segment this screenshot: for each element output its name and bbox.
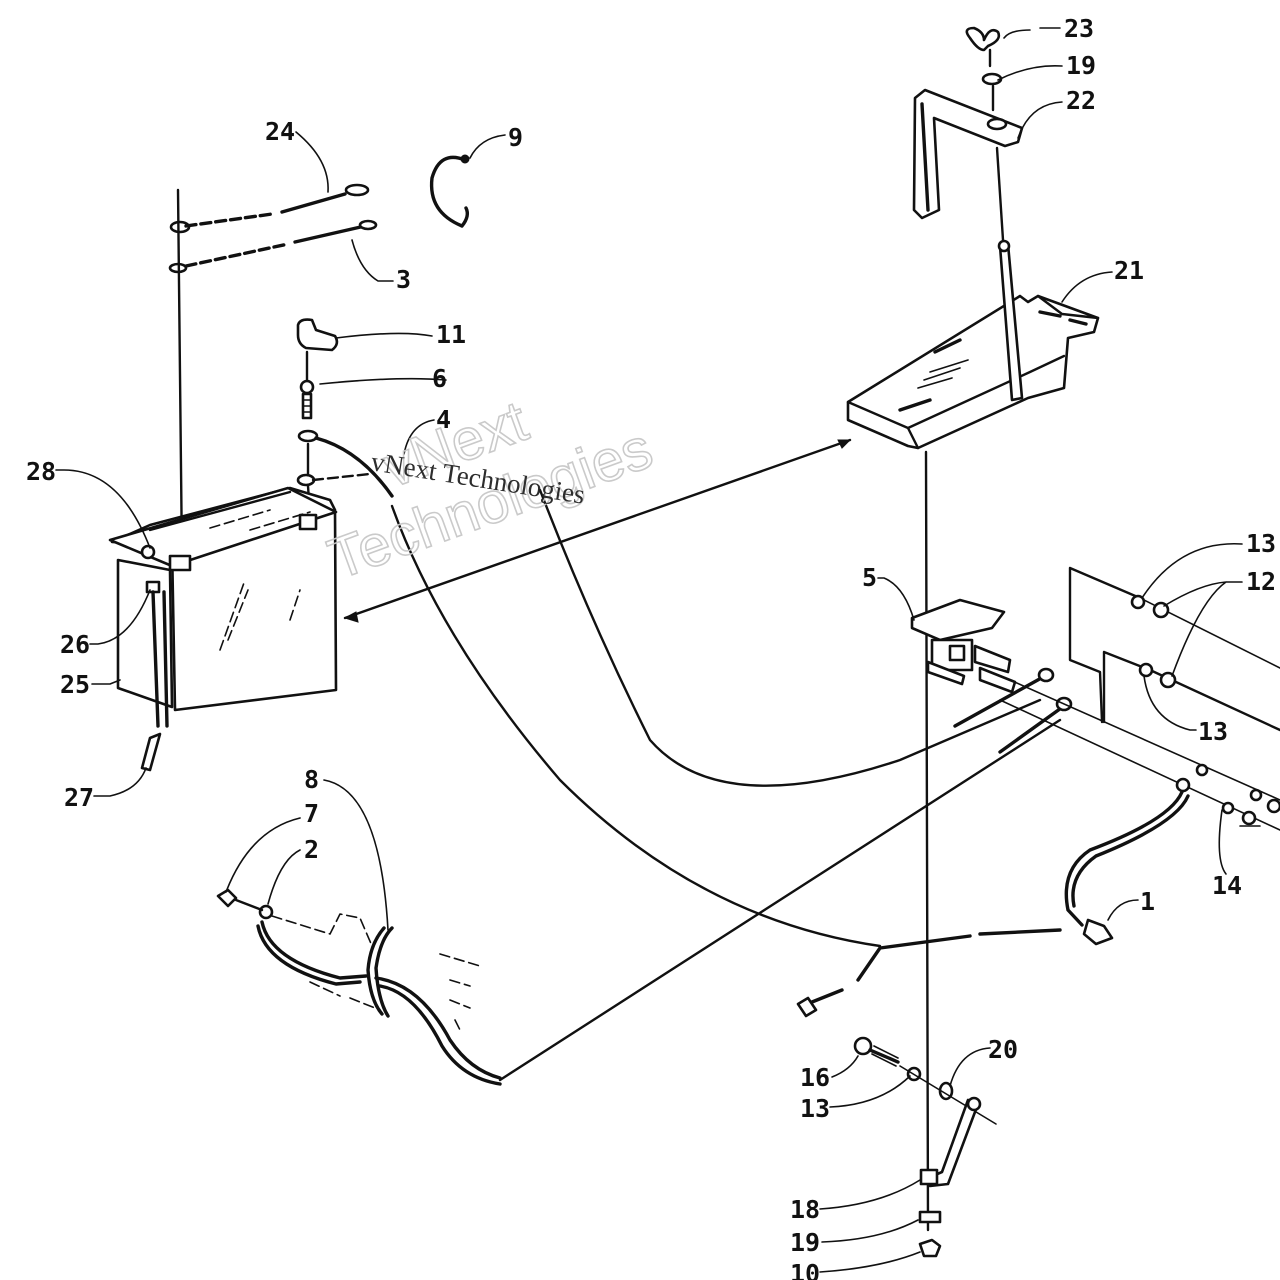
starter-cable-long (498, 718, 1062, 1082)
callout-28: 28 (26, 457, 56, 486)
callout-4: 4 (436, 405, 451, 434)
callout-25: 25 (60, 670, 90, 699)
callout-24: 24 (265, 117, 295, 146)
callout-27: 27 (64, 783, 94, 812)
callout-7: 7 (304, 799, 319, 828)
callout-2: 2 (304, 835, 319, 864)
callout-16: 16 (800, 1063, 830, 1092)
harness-cable-lower (390, 504, 882, 948)
callout-13-upper: 13 (1246, 529, 1276, 558)
callout-19-bottom: 19 (790, 1228, 820, 1257)
battery-cable-3 (168, 219, 378, 274)
callout-8: 8 (304, 765, 319, 794)
terminal-boot-11 (296, 318, 339, 352)
callout-10: 10 (790, 1259, 820, 1280)
callout-23: 23 (1064, 14, 1094, 43)
washer-nut-group (1130, 594, 1280, 826)
ground-cable-1 (796, 790, 1190, 1018)
positive-cable-4 (296, 429, 394, 517)
battery-cable-24 (169, 183, 370, 234)
vent-tube-end-27 (140, 732, 162, 772)
wing-nut-23 (965, 26, 1001, 68)
callout-9: 9 (508, 123, 523, 152)
cable-clip-9 (429, 155, 470, 228)
callout-11: 11 (436, 320, 466, 349)
callout-14: 14 (1212, 871, 1242, 900)
callout-13-bottom: 13 (800, 1094, 830, 1123)
vent-tube (151, 590, 169, 728)
callout-6: 6 (432, 364, 447, 393)
leader-lines (55, 27, 1261, 1273)
callout-1: 1 (1140, 887, 1155, 916)
vertical-axis-left (176, 188, 184, 562)
callout-22: 22 (1066, 86, 1096, 115)
callout-3: 3 (396, 265, 411, 294)
harness-cable-upper (538, 488, 1042, 787)
callout-labels: 23 19 22 21 24 9 3 11 6 4 28 26 25 27 5 … (26, 14, 1276, 1280)
lower-fastener-stack (853, 1036, 997, 1258)
battery-25 (108, 486, 338, 712)
solenoid-links (953, 566, 1280, 831)
watermark: vNext Technologies vNext Technologies (319, 388, 661, 593)
callout-21: 21 (1114, 256, 1144, 285)
callout-12: 12 (1246, 567, 1276, 596)
callout-18: 18 (790, 1195, 820, 1224)
callout-26: 26 (60, 630, 90, 659)
starter-assembly (216, 888, 502, 1086)
starter-solenoid-5 (910, 598, 1017, 694)
terminal-screw-6 (299, 350, 315, 420)
callout-19-top: 19 (1066, 51, 1096, 80)
callout-20: 20 (988, 1035, 1018, 1064)
callout-5: 5 (862, 563, 877, 592)
hold-down-bracket-22 (912, 88, 1024, 242)
assembly-centerline (924, 450, 930, 1232)
callout-13-middle: 13 (1198, 717, 1228, 746)
battery-tray-21 (846, 239, 1100, 450)
